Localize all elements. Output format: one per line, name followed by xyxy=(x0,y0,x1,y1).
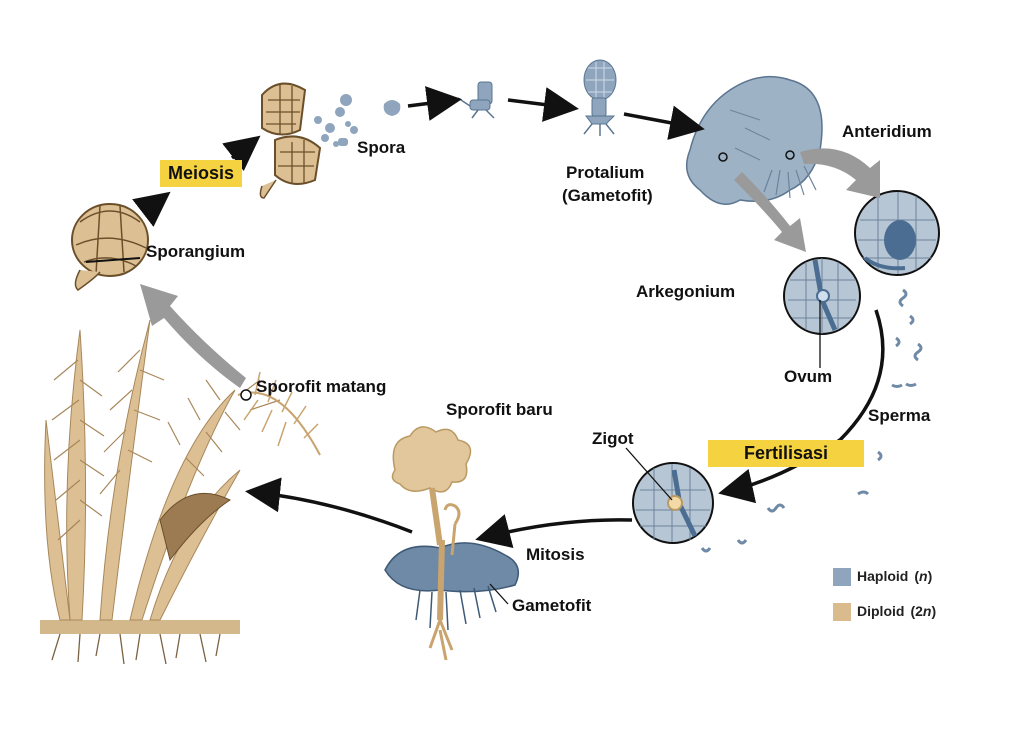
legend-haploid: Haploid(n) xyxy=(857,568,932,584)
legend-diploid: Diploid(2n) xyxy=(857,603,936,619)
